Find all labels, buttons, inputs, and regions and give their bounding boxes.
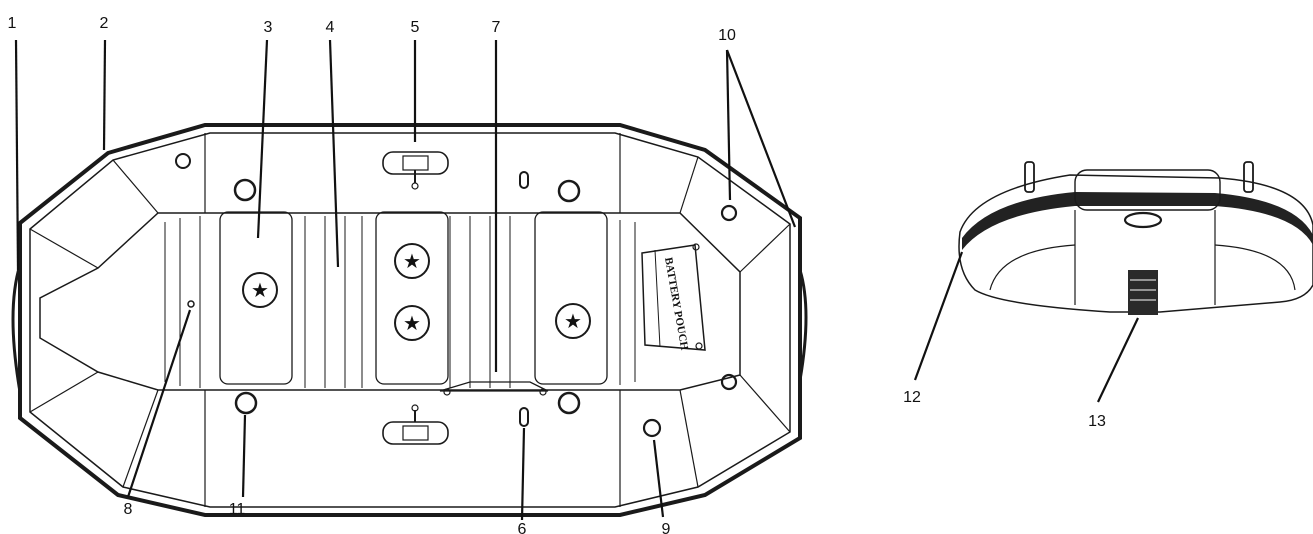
- rear-view-stripe: [962, 192, 1313, 250]
- rear-handle-icon: [1123, 211, 1163, 229]
- callout-6: 6: [518, 521, 527, 534]
- star-icon: ★: [403, 249, 421, 273]
- oarlock-post-right: [1243, 161, 1254, 193]
- oarlock-bottom: [382, 404, 449, 445]
- transom-fin: [1128, 270, 1158, 315]
- callout-4: 4: [326, 19, 335, 36]
- star-icon: ★: [403, 311, 421, 335]
- battery-pouch: BATTERY POUCH: [641, 243, 706, 352]
- oarlock-post-left: [1024, 161, 1035, 193]
- callout-13: 13: [1088, 413, 1106, 430]
- bow-handle: [11, 264, 22, 393]
- callout-8: 8: [124, 501, 133, 518]
- stern-handle: [798, 269, 808, 381]
- callout-labels: 1 2 3 4 5 7 10 8 11 6 9 12 13: [8, 15, 1106, 534]
- rod-holder-top: [519, 171, 529, 189]
- callout-lines: [14, 39, 1139, 521]
- callout-10: 10: [718, 27, 736, 44]
- boat-top-view: ★ ★ ★ ★ BATTERY POUCH: [11, 123, 808, 517]
- callout-11: 11: [229, 501, 246, 518]
- callout-12: 12: [903, 389, 921, 406]
- seat-rear: ★: [534, 211, 608, 385]
- rod-holder-bottom: [519, 407, 529, 427]
- seat-middle: ★ ★: [375, 211, 449, 385]
- seat-front: ★: [219, 211, 293, 385]
- rear-view-hull: [958, 174, 1313, 313]
- floor-slats: [164, 216, 636, 388]
- boat-rear-view: [958, 161, 1313, 315]
- callout-7: 7: [492, 19, 501, 36]
- star-icon: ★: [251, 278, 269, 302]
- outer-tube-outline: [18, 123, 802, 517]
- valves: [175, 153, 738, 438]
- callout-5: 5: [411, 19, 420, 36]
- floor-patch: [439, 381, 549, 396]
- callout-1: 1: [8, 15, 17, 32]
- callout-3: 3: [264, 19, 273, 36]
- star-icon: ★: [564, 309, 582, 333]
- battery-pouch-label: BATTERY POUCH: [662, 256, 690, 351]
- callout-9: 9: [662, 521, 671, 534]
- callout-2: 2: [100, 15, 109, 32]
- oarlock-top: [382, 151, 449, 190]
